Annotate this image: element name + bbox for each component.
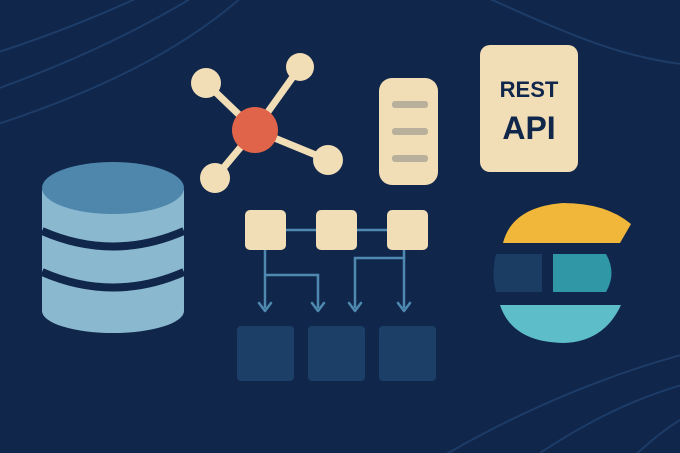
flow-source-box (316, 210, 357, 250)
elastic-top-segment (503, 203, 631, 243)
server-slot (392, 128, 428, 135)
graph-node (286, 53, 314, 81)
flow-source-box (387, 210, 428, 250)
database-icon (40, 162, 186, 333)
server-slot (392, 155, 428, 162)
arrow-down-icon (396, 301, 412, 313)
network-graph-icon (191, 53, 343, 193)
server-slot (392, 101, 428, 108)
graph-node (191, 68, 221, 98)
graph-center-node (232, 107, 278, 153)
flow-target-box (379, 326, 436, 381)
arrow-down-icon (257, 301, 273, 313)
arrow-down-icon (347, 301, 363, 313)
flow-target-box (308, 326, 365, 381)
graph-node (313, 145, 343, 175)
elastic-bottom-segment (500, 305, 621, 343)
elastic-right-segment (553, 254, 612, 292)
data-flow-diagram-icon (237, 210, 436, 381)
flow-target-box (237, 326, 294, 381)
rest-api-document-icon: REST API (480, 45, 578, 172)
api-label: API (502, 110, 555, 146)
graph-node (200, 163, 230, 193)
elastic-logo-icon (493, 203, 631, 343)
arrow-down-icon (310, 301, 326, 313)
database-top (42, 162, 184, 214)
elastic-left-segment (493, 254, 542, 292)
server-icon (379, 78, 438, 185)
rest-label: REST (500, 77, 559, 102)
flow-source-box (245, 210, 286, 250)
